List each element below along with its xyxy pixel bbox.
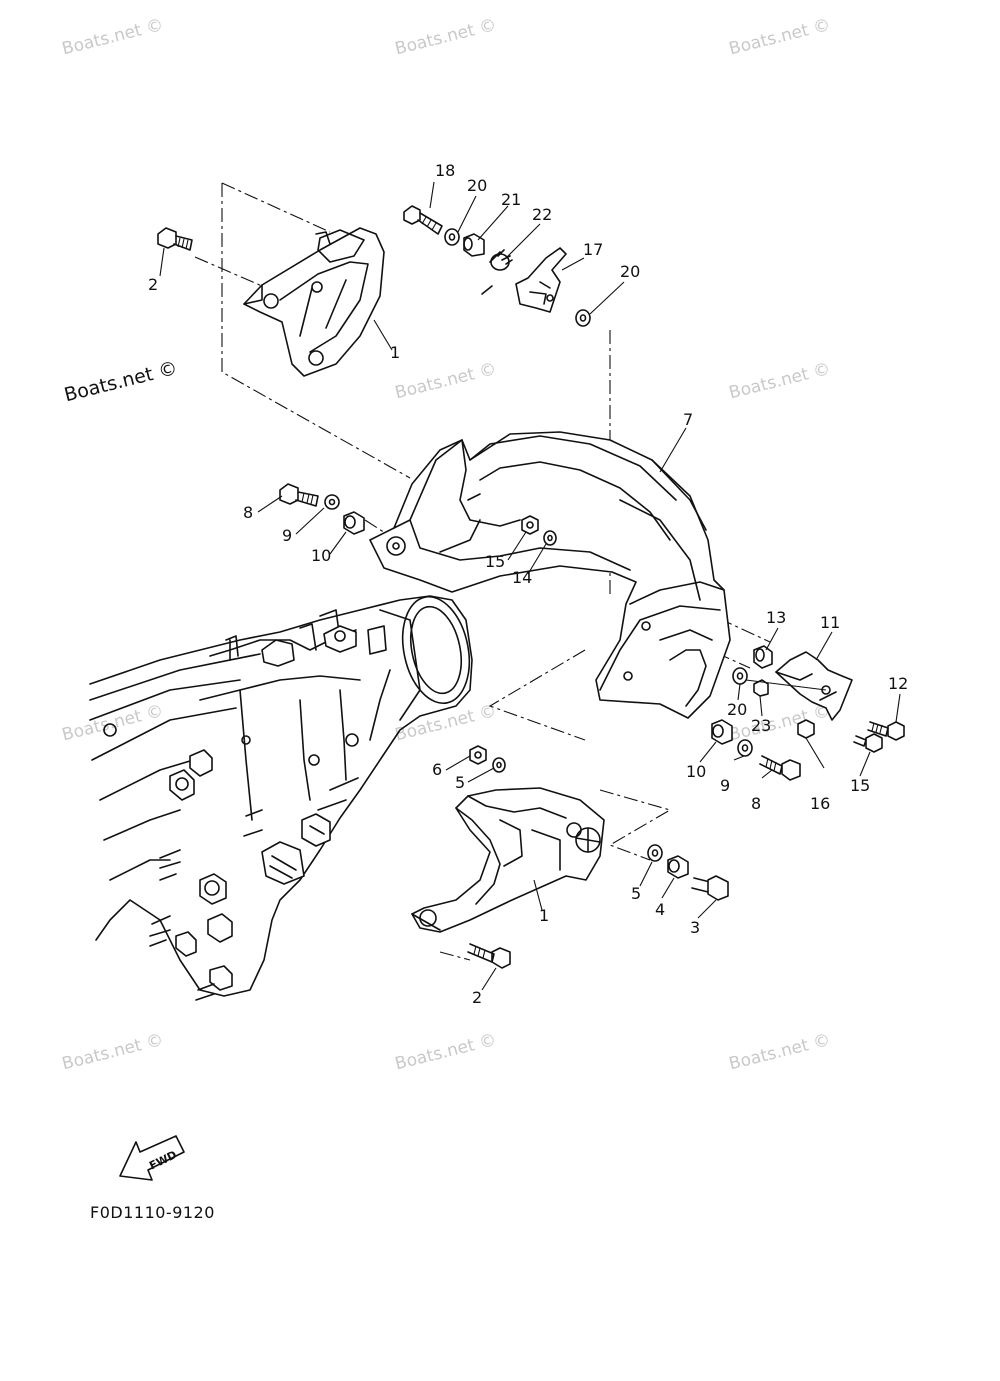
assembly-line — [221, 183, 411, 479]
hardware-lower — [467, 745, 729, 969]
callout-20: 20 — [620, 262, 641, 281]
assembly-line — [194, 256, 263, 287]
jet-pump-duct — [369, 431, 731, 719]
upper-mount-bracket — [243, 227, 385, 377]
pump-housing — [89, 595, 473, 1001]
callout-12: 12 — [888, 674, 909, 693]
assembly-line — [599, 789, 672, 861]
callout-2: 2 — [472, 988, 483, 1007]
bolt-2-upper — [157, 227, 193, 251]
callout-1: 1 — [539, 906, 550, 925]
callout-13: 13 — [766, 608, 787, 627]
callout-2: 2 — [148, 275, 159, 294]
callout-20: 20 — [727, 700, 748, 719]
assembly-line — [221, 182, 331, 233]
callout-8: 8 — [751, 794, 762, 813]
diagram-code: F0D1110-9120 — [90, 1203, 215, 1222]
callout-16: 15 — [850, 776, 871, 795]
callout-17: 16 — [810, 794, 831, 813]
callout-5: 5 — [631, 884, 642, 903]
callout-14: 14 — [512, 568, 533, 587]
callout-23: 23 — [751, 716, 772, 735]
hardware-top — [403, 205, 591, 327]
callout-21: 21 — [501, 190, 522, 209]
hardware-left — [279, 483, 365, 535]
leader-lines — [159, 181, 901, 991]
callout-19: 18 — [435, 161, 456, 180]
assembly-line — [488, 649, 586, 741]
callout-20: 20 — [467, 176, 488, 195]
callout-3: 3 — [690, 918, 701, 937]
assembly-line — [439, 951, 471, 961]
callout-7: 7 — [683, 410, 694, 429]
callout-11: 11 — [820, 613, 841, 632]
lower-mount-bracket — [411, 787, 605, 933]
callout-1: 1 — [390, 343, 401, 362]
callout-10: 10 — [311, 546, 332, 565]
hardware-mid — [521, 515, 557, 546]
callout-8: 8 — [243, 503, 254, 522]
callout-15: 15 — [485, 552, 506, 571]
callout-22: 22 — [532, 205, 553, 224]
callout-10: 10 — [686, 762, 707, 781]
fwd-arrow-icon: FWD — [119, 1135, 185, 1181]
callout-6: 6 — [432, 760, 443, 779]
callout-9: 9 — [720, 776, 731, 795]
callout-5: 5 — [455, 773, 466, 792]
callout-18: 17 — [583, 240, 604, 259]
hardware-right — [711, 645, 905, 781]
callout-9: 9 — [282, 526, 293, 545]
callout-4: 4 — [655, 900, 666, 919]
